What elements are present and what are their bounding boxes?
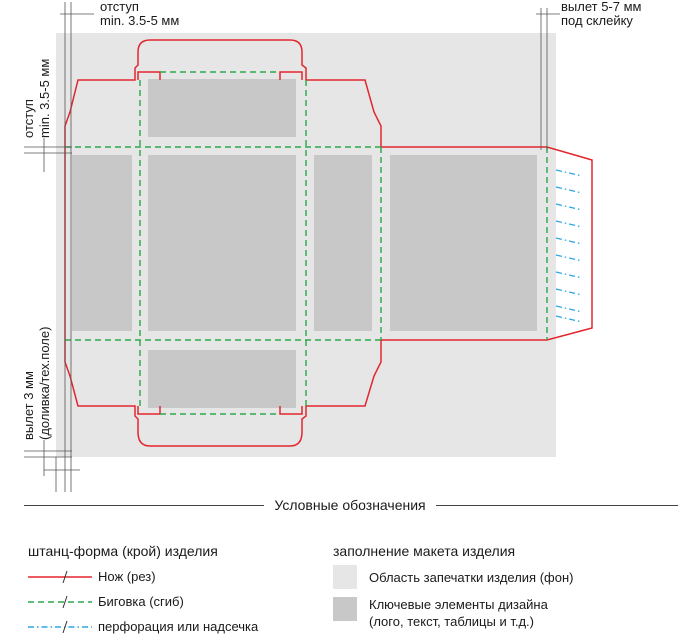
perforation-lines <box>555 169 583 323</box>
legend-key-swatch <box>333 597 357 621</box>
key-block-front-panel <box>148 155 296 331</box>
legend-key-label-detail: (лого, текст, таблицы и т.д.) <box>369 614 534 629</box>
key-elements <box>72 79 537 408</box>
key-block-back-panel <box>390 155 537 331</box>
key-block-left-panel <box>72 155 132 331</box>
annotation-otstup-top-value: min. 3.5-5 мм <box>100 13 180 28</box>
fold-lines <box>65 71 548 415</box>
cut-line <box>64 39 593 447</box>
annotation-otstup-top: отступ <box>100 0 139 14</box>
legend-right-header: заполнение макета изделия <box>333 543 516 559</box>
key-block-top-flap <box>148 79 296 137</box>
legend-left-header: штанц-форма (крой) изделия <box>28 543 218 559</box>
annotation-vylet-left-value: (доливка/тех.поле) <box>37 326 52 440</box>
key-block-bottom-flap <box>148 350 296 408</box>
annotation-vylet-right: вылет 5-7 мм <box>561 0 642 14</box>
legend-perf-label: перфорация или надсечка <box>98 619 259 634</box>
legend-bleed-label: Область запечатки изделия (фон) <box>369 570 574 585</box>
legend-cut-label: Нож (рез) <box>98 569 156 584</box>
legend-samples <box>28 570 92 634</box>
annotation-otstup-left-value: min. 3.5-5 мм <box>37 58 52 138</box>
annotation-vylet-left: вылет 3 мм <box>21 371 36 440</box>
annotation-vylet-right-value: под склейку <box>561 13 633 28</box>
annotation-otstup-left: отступ <box>21 99 36 138</box>
dimension-lines <box>24 2 560 492</box>
legend-key-label: Ключевые элементы дизайна <box>369 597 548 612</box>
key-block-right-side-panel <box>314 155 372 331</box>
legend-bleed-swatch <box>333 565 357 589</box>
legend-fold-label: Биговка (сгиб) <box>98 594 184 609</box>
legend-title: Условные обозначения <box>264 497 436 513</box>
cut-notches <box>137 71 303 415</box>
